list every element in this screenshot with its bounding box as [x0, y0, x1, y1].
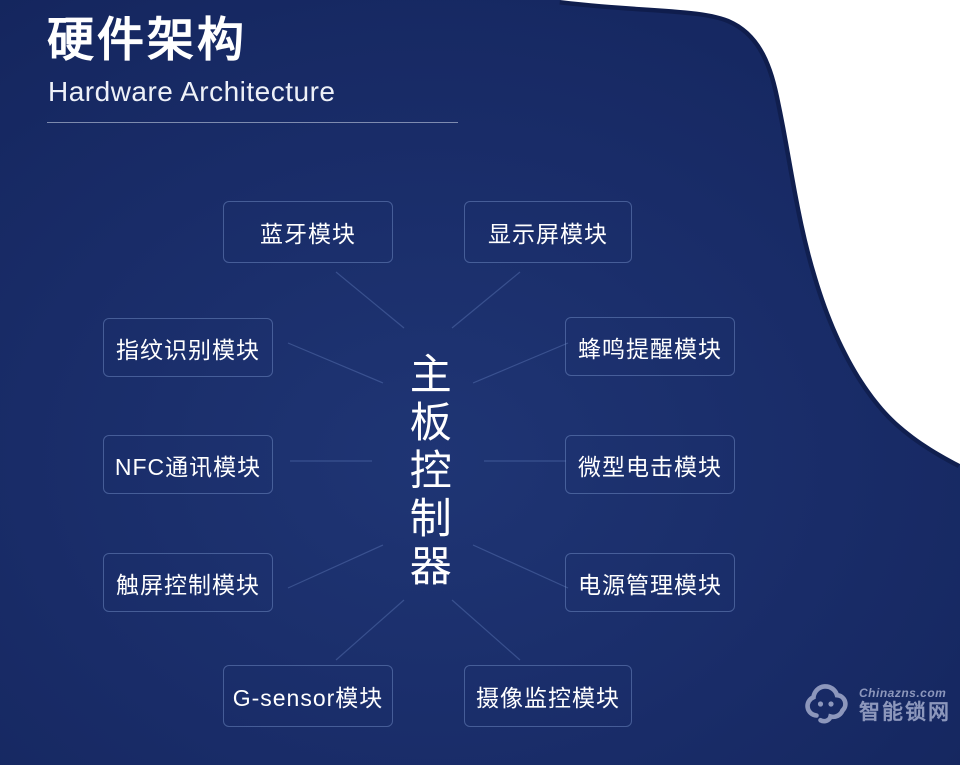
corner-cutout	[560, 0, 960, 464]
module-gsensor: G-sensor模块	[223, 665, 393, 727]
watermark: Chinazns.com 智能锁网	[804, 682, 951, 728]
watermark-site: Chinazns.com	[859, 686, 947, 700]
module-label: 指纹识别模块	[116, 336, 260, 363]
watermark-name: 智能锁网	[859, 701, 951, 724]
module-camera: 摄像监控模块	[464, 665, 632, 727]
header: 硬件架构 Hardware Architecture	[47, 13, 507, 123]
module-label: 显示屏模块	[488, 221, 608, 247]
module-bluetooth: 蓝牙模块	[223, 201, 393, 263]
page-title: 硬件架构	[47, 13, 247, 66]
module-label: NFC通讯模块	[114, 453, 262, 480]
module-label: 蓝牙模块	[260, 221, 356, 247]
page-subtitle: Hardware Architecture	[48, 75, 336, 107]
module-label: 触屏控制模块	[116, 571, 260, 598]
module-label: 蜂鸣提醒模块	[578, 335, 722, 362]
cloud-face-icon	[805, 684, 848, 724]
module-label: 微型电击模块	[578, 453, 722, 480]
module-display: 显示屏模块	[464, 201, 632, 263]
module-label: 摄像监控模块	[476, 685, 620, 711]
module-fingerprint: 指纹识别模块	[103, 318, 273, 377]
module-touchscreen: 触屏控制模块	[103, 553, 273, 612]
hub-label: 主板控制器	[404, 352, 452, 592]
connector-lines	[287, 271, 569, 661]
module-label: 电源管理模块	[578, 571, 722, 598]
module-buzzer: 蜂鸣提醒模块	[565, 317, 735, 376]
module-label: G-sensor模块	[232, 685, 384, 711]
title-divider	[47, 122, 458, 123]
module-electric-shock: 微型电击模块	[565, 435, 735, 494]
module-power: 电源管理模块	[565, 553, 735, 612]
module-nfc: NFC通讯模块	[103, 435, 273, 494]
